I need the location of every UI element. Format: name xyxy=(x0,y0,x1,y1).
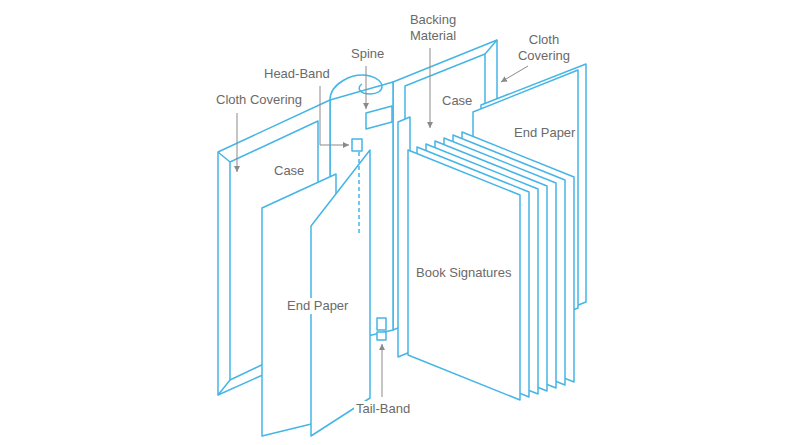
part-label: Spine xyxy=(349,46,386,62)
part-label: Case xyxy=(272,163,306,179)
tail-band xyxy=(377,318,386,330)
part-label: Case xyxy=(440,93,474,109)
leader-line xyxy=(501,66,528,82)
spine-strip xyxy=(366,106,392,129)
leader-line xyxy=(320,86,349,145)
head-band xyxy=(352,139,362,151)
part-label: Cloth Covering xyxy=(508,32,580,64)
part-label: Tail-Band xyxy=(354,401,412,417)
leader-line xyxy=(237,113,238,172)
part-label: Backing Material xyxy=(400,12,466,44)
part-label: End Paper xyxy=(285,298,350,314)
spine-curl xyxy=(330,75,382,100)
part-label: Head-Band xyxy=(262,66,332,82)
signature-front xyxy=(408,150,520,400)
tail-band xyxy=(377,332,386,340)
part-label: Cloth Covering xyxy=(214,92,304,108)
end-paper-leaf xyxy=(311,150,370,436)
dashed-guide xyxy=(358,152,360,234)
part-label: Book Signatures xyxy=(414,265,513,281)
leader-line xyxy=(366,66,367,109)
turn-in-corner xyxy=(218,152,230,395)
leader-line xyxy=(382,344,383,397)
leader-line xyxy=(430,48,431,128)
part-label: End Paper xyxy=(512,125,577,141)
